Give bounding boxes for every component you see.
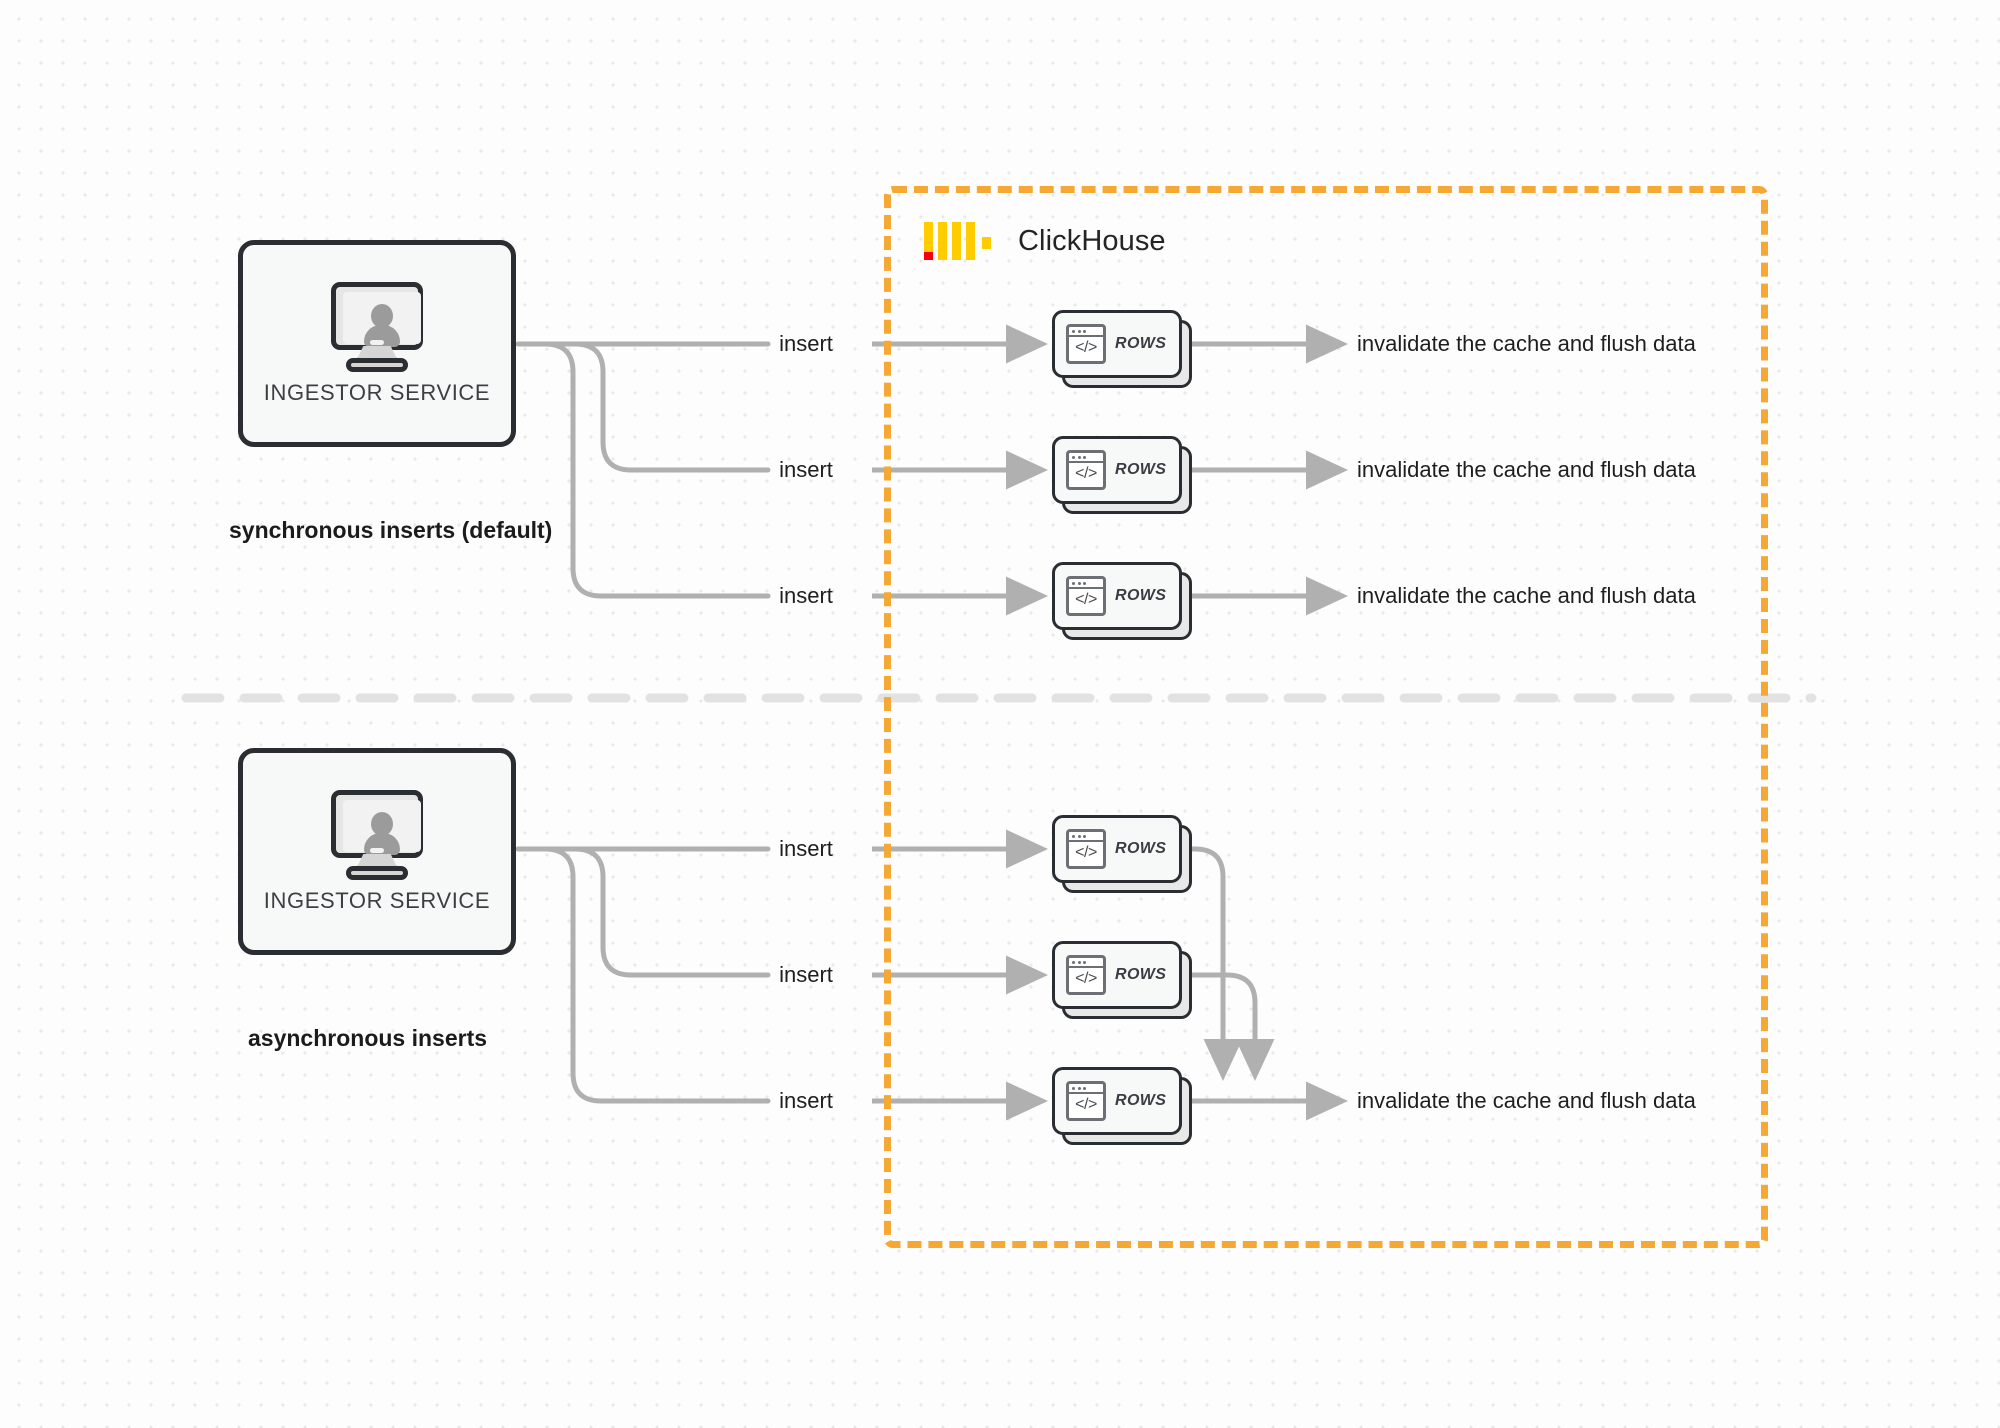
- rows-card-label: ROWS: [1115, 840, 1167, 857]
- rows-card-async-1: </> ROWS: [1052, 815, 1192, 893]
- ingestor-service-sync: INGESTOR SERVICE: [238, 240, 516, 447]
- rows-card-label: ROWS: [1115, 335, 1167, 352]
- async-merge-arrows: [1190, 846, 1275, 1082]
- insert-label-async-2: insert: [779, 962, 833, 987]
- code-window-icon: </>: [1066, 576, 1106, 616]
- sync-outcome-arrows: [1190, 324, 1349, 616]
- monitor-user-icon: [329, 789, 425, 880]
- insert-label-sync-2: insert: [779, 457, 833, 482]
- rows-card-label: ROWS: [1115, 966, 1167, 983]
- rows-card-label: ROWS: [1115, 587, 1167, 604]
- code-window-icon: </>: [1066, 324, 1106, 364]
- code-window-icon: </>: [1066, 829, 1106, 869]
- insert-label-sync-3: insert: [779, 583, 833, 608]
- sync-insert-arrows: [872, 324, 1049, 616]
- section-caption-async: asynchronous inserts: [248, 1025, 488, 1051]
- outcome-label-sync-2: invalidate the cache and flush data: [1357, 457, 1696, 482]
- rows-card-label: ROWS: [1115, 461, 1167, 478]
- sync-branch-lines: [515, 341, 771, 599]
- clickhouse-wordmark: ClickHouse: [1018, 224, 1166, 257]
- outcome-label-async-merged: invalidate the cache and flush data: [1357, 1088, 1696, 1113]
- monitor-user-icon: [329, 281, 425, 372]
- rows-card-label: ROWS: [1115, 1092, 1167, 1109]
- code-window-icon: </>: [1066, 450, 1106, 490]
- rows-card-async-2: </> ROWS: [1052, 941, 1192, 1019]
- section-caption-sync: synchronous inserts (default): [229, 517, 553, 543]
- rows-card-async-3: </> ROWS: [1052, 1067, 1192, 1145]
- rows-card-sync-3: </> ROWS: [1052, 562, 1192, 640]
- outcome-label-sync-1: invalidate the cache and flush data: [1357, 331, 1696, 356]
- insert-label-async-3: insert: [779, 1088, 833, 1113]
- clickhouse-brand: ClickHouse: [924, 222, 1166, 260]
- ingestor-service-label: INGESTOR SERVICE: [263, 379, 491, 405]
- clickhouse-logo-icon: [924, 222, 991, 260]
- outcome-label-sync-3: invalidate the cache and flush data: [1357, 583, 1696, 608]
- clickhouse-boundary: [884, 186, 1768, 1248]
- code-window-icon: </>: [1066, 955, 1106, 995]
- code-window-icon: </>: [1066, 1081, 1106, 1121]
- insert-label-async-1: insert: [779, 836, 833, 861]
- async-branch-lines: [515, 846, 771, 1104]
- ingestor-service-async: INGESTOR SERVICE: [238, 748, 516, 955]
- async-insert-arrows: [872, 829, 1049, 1121]
- insert-label-sync-1: insert: [779, 331, 833, 356]
- rows-card-sync-2: </> ROWS: [1052, 436, 1192, 514]
- rows-card-sync-1: </> ROWS: [1052, 310, 1192, 388]
- ingestor-service-label: INGESTOR SERVICE: [263, 887, 491, 913]
